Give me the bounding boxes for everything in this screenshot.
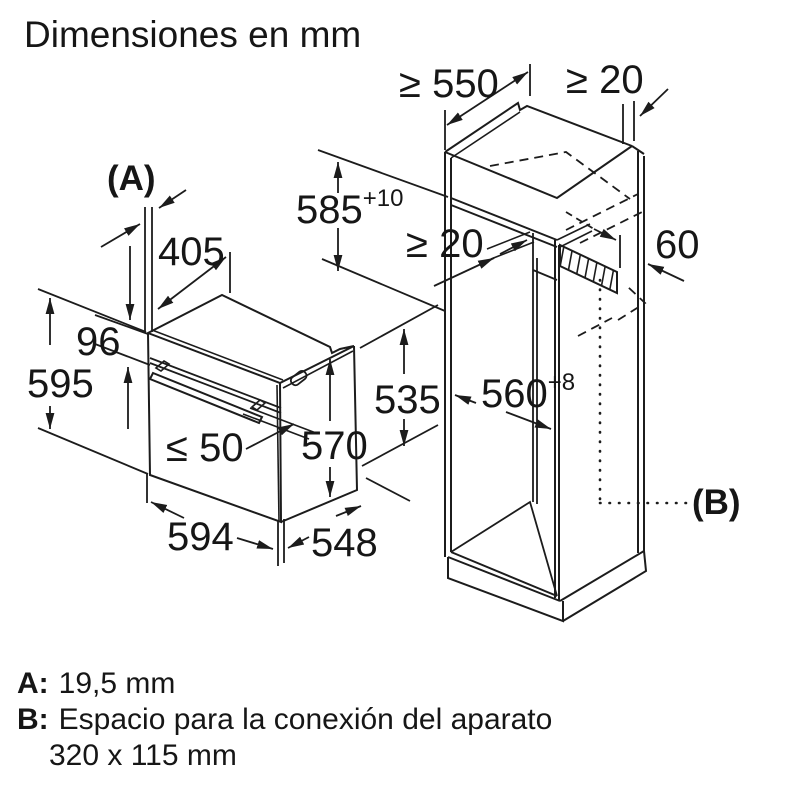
dim-label-594: 594 [167, 515, 234, 559]
page-title: Dimensiones en mm [24, 14, 362, 55]
oven-drawing [145, 293, 359, 524]
connection-duct-hatch [559, 243, 618, 295]
dim-label-595: 595 [27, 362, 94, 406]
dim-label-560-tolerance: +8 [547, 369, 576, 396]
connection-area-reference-line [598, 278, 692, 505]
dim-label-60: 60 [655, 223, 700, 267]
footnotes: A: 19,5 mm B: Espacio para la conexión d… [17, 666, 552, 774]
dim-label-560: 560+8 [481, 369, 576, 416]
dim-label-548: 548 [311, 521, 378, 565]
cabinet-drawing [444, 101, 692, 623]
footnote-a-key: A: [17, 667, 49, 700]
dim-label-min-20-top: ≥ 20 [566, 58, 644, 102]
ref-label-a: (A) [107, 159, 156, 198]
footnote-b-value: Espacio para la conexión del aparato [58, 703, 553, 736]
oven-dimension-lines [37, 189, 439, 566]
hinge-slot [289, 370, 308, 387]
dim-label-min-550: ≥ 550 [399, 62, 499, 106]
footnote-b-key: B: [17, 703, 49, 736]
dim-label-96: 96 [76, 320, 121, 364]
cabinet-dimension-lines [317, 64, 685, 430]
dim-label-min-20-mid: ≥ 20 [406, 222, 484, 266]
dim-label-405: 405 [158, 230, 225, 274]
dim-label-585: 585+10 [296, 185, 404, 232]
dim-label-585-tolerance: +10 [362, 185, 404, 212]
ref-label-b: (B) [692, 483, 741, 522]
footnote-a: A: 19,5 mm [17, 666, 552, 702]
dim-label-570: 570 [301, 424, 368, 468]
dim-label-535: 535 [374, 378, 441, 422]
footnote-a-value: 19,5 mm [58, 667, 176, 700]
footnote-b: B: Espacio para la conexión del aparato [17, 702, 552, 738]
hidden-edges [489, 151, 647, 337]
footnote-b-value-line2: 320 x 115 mm [49, 739, 237, 772]
dim-label-max-50: ≤ 50 [166, 426, 244, 470]
